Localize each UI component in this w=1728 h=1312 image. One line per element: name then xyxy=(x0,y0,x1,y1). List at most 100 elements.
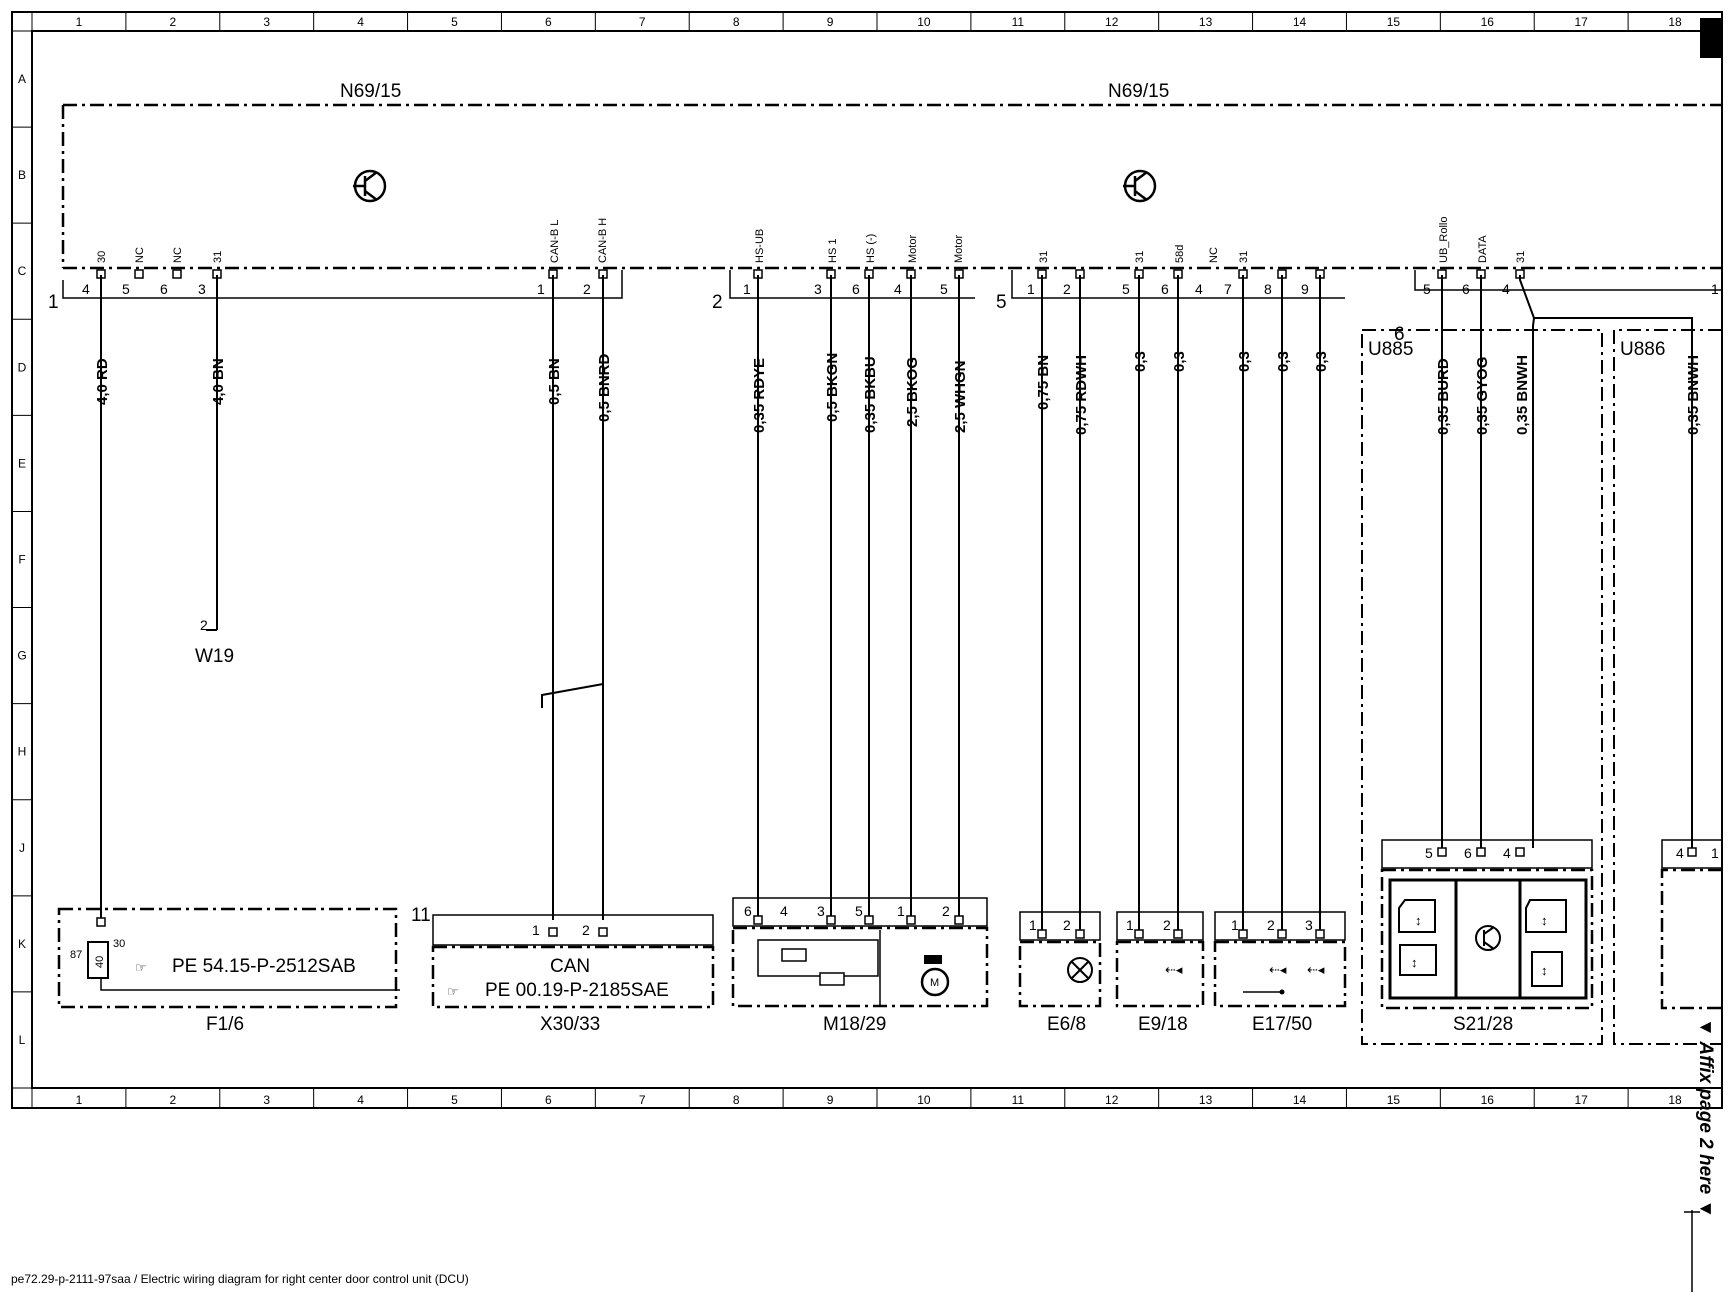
pin-label: 2 xyxy=(1163,917,1171,933)
pin-label: 1 xyxy=(537,281,545,297)
grid-row-label: A xyxy=(18,72,26,86)
w19-pin: 2 xyxy=(200,617,208,633)
pin-stub xyxy=(1476,847,1486,857)
fuse-label: F1/6 xyxy=(206,1014,244,1035)
grid-column-label: 6 xyxy=(545,1093,552,1107)
pin-label: 4 xyxy=(1195,281,1203,297)
can-connector-number: 11 xyxy=(411,905,431,926)
wire-labels: 4,0 RD 4,0 BN 0,5 BN 0,5 BNRD 0,35 RDYE … xyxy=(94,351,1702,435)
grid-column-label: 11 xyxy=(1012,1093,1025,1107)
control-unit-boundary xyxy=(61,103,1722,270)
pin-stub xyxy=(1277,929,1287,939)
signal-label: HS (-) xyxy=(865,234,877,263)
document-footer: pe72.29-p-2111-97saa / Electric wiring d… xyxy=(11,1272,469,1286)
grid-column-label: 18 xyxy=(1668,15,1682,29)
pin-label: 1 xyxy=(1126,917,1134,933)
grid-column-label: 7 xyxy=(639,1093,646,1107)
grid-column-label: 7 xyxy=(639,15,646,29)
pin-stub xyxy=(954,915,964,925)
pin-label: 6 xyxy=(1462,281,1470,297)
connector-pin-stubs xyxy=(96,269,1697,939)
module-label-left: N69/15 xyxy=(340,81,401,102)
wire-label: 0,3 xyxy=(1313,351,1330,372)
pin-stub xyxy=(1037,929,1047,939)
fuse-pin-87: 87 xyxy=(70,949,82,961)
window-up-down-icon: ↕ xyxy=(1411,955,1418,970)
sheet-frame xyxy=(11,11,1723,1109)
grid-column-label: 3 xyxy=(263,15,270,29)
grid-column-label: 9 xyxy=(827,15,834,29)
connector-number: 6 xyxy=(1394,324,1405,345)
grid-row-label: F xyxy=(18,553,25,567)
motor-label: M18/29 xyxy=(823,1014,886,1035)
led-icon: ⇠◂ xyxy=(1307,962,1325,977)
grid-column-label: 5 xyxy=(451,1093,458,1107)
led-e9-18: 1 2 ⇠◂ E9/18 xyxy=(1115,911,1205,1035)
connector-number: 5 xyxy=(996,292,1007,313)
grid-column-label: 3 xyxy=(263,1093,270,1107)
pin-label: 2 xyxy=(942,903,950,919)
signal-label: 30 xyxy=(96,251,108,263)
pin-stub xyxy=(1134,929,1144,939)
signal-label: 31 xyxy=(212,251,224,263)
pin-label: 2 xyxy=(1063,281,1071,297)
led-label: E17/50 xyxy=(1252,1014,1312,1035)
signal-label: HS-UB xyxy=(754,229,766,263)
grid-row-label: H xyxy=(18,745,27,759)
signal-label: 31 xyxy=(1134,251,1146,263)
wire-label: 0,3 xyxy=(1171,351,1188,372)
wire-label: 0,35 GYOG xyxy=(1474,357,1491,435)
signal-label: UB_Rollo xyxy=(1438,217,1450,263)
wire-label: 0,35 BKBU xyxy=(862,356,879,433)
can-connector-label: X30/33 xyxy=(540,1014,600,1035)
pin-stub xyxy=(864,915,874,925)
grid-column-label: 13 xyxy=(1199,15,1213,29)
grid-column-label: 15 xyxy=(1387,15,1401,29)
grid-column-label: 16 xyxy=(1481,1093,1495,1107)
pin-label: 4 xyxy=(1676,845,1684,861)
grid-column-label: 4 xyxy=(357,1093,364,1107)
pin-stub xyxy=(548,927,558,937)
pin-label: 6 xyxy=(160,281,168,297)
pin-stub xyxy=(96,917,106,927)
pin-stub xyxy=(906,915,916,925)
wire-label: 0,35 BNWH xyxy=(1514,355,1531,435)
pin-stub xyxy=(753,915,763,925)
lamp-e6-8: 1 2 E6/8 xyxy=(1018,911,1102,1035)
grid-column-label: 13 xyxy=(1199,1093,1213,1107)
pin-label: 5 xyxy=(122,281,130,297)
fuse-f1-6: 87 40 30 ☞ PE 54.15-P-2512SAB F1/6 xyxy=(57,907,400,1035)
pin-stub xyxy=(1515,847,1525,857)
pin-label: 5 xyxy=(855,903,863,919)
pin-label: 1 xyxy=(743,281,751,297)
pin-stub xyxy=(1238,929,1248,939)
lamp-label: E6/8 xyxy=(1047,1014,1086,1035)
window-up-down-icon: ↕ xyxy=(1415,913,1422,928)
transistor-icon xyxy=(1123,169,1157,203)
grid-column-label: 14 xyxy=(1293,15,1307,29)
grid-column-label: 4 xyxy=(357,15,364,29)
grid-column-label: 12 xyxy=(1105,1093,1119,1107)
wire-label: 0,5 BKGN xyxy=(824,353,841,422)
led-icon: ⇠◂ xyxy=(1269,962,1287,977)
signal-label: HS 1 xyxy=(827,239,839,263)
unit-u886: U886 4 1 xyxy=(1613,329,1722,1045)
grid-column-label: 6 xyxy=(545,15,552,29)
pin-label: 3 xyxy=(1305,917,1313,933)
transistor-icon xyxy=(1475,925,1501,951)
fuse-rating: 40 xyxy=(94,956,106,968)
grid-column-label: 1 xyxy=(76,1093,83,1107)
grid-row-label: C xyxy=(18,264,27,278)
pin-stub xyxy=(1075,929,1085,939)
pin-label: 3 xyxy=(198,281,206,297)
unit-label: U885 xyxy=(1368,339,1413,360)
signal-label: 31 xyxy=(1515,251,1527,263)
signal-label: 58d xyxy=(1174,245,1186,263)
signal-label: 31 xyxy=(1238,251,1250,263)
grid-column-label: 11 xyxy=(1012,15,1025,29)
fuse-reference: PE 54.15-P-2512SAB xyxy=(172,956,356,977)
signal-label: NC xyxy=(134,247,146,263)
signal-label: Motor xyxy=(953,235,965,263)
